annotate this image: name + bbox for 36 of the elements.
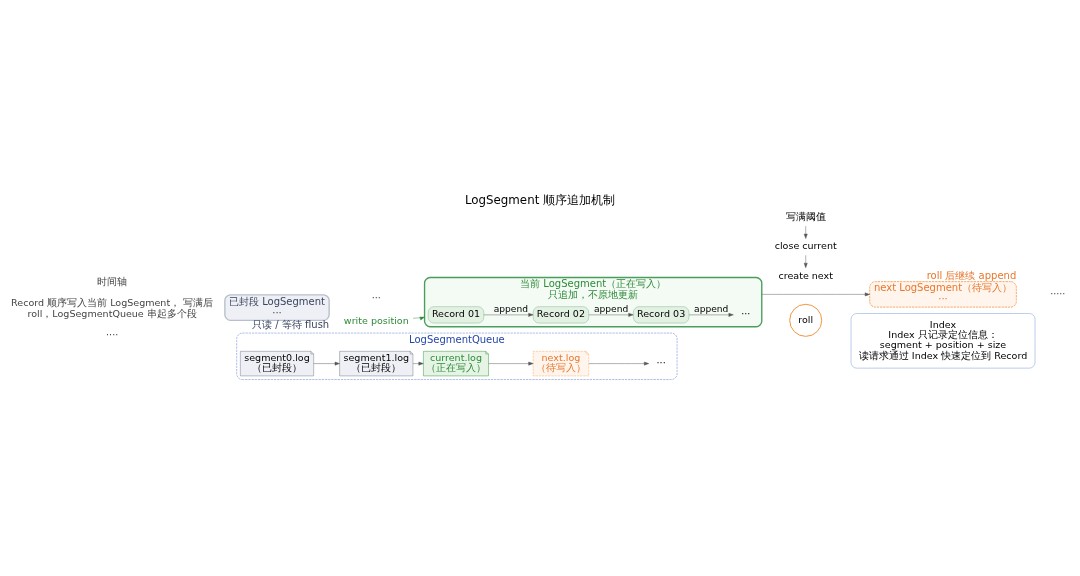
arrow bbox=[688, 313, 734, 317]
node-box: Record 02 bbox=[532, 306, 589, 324]
arrow bbox=[313, 361, 340, 366]
edge-label: append bbox=[493, 304, 528, 315]
label: 时间轴 bbox=[97, 275, 128, 287]
arrow bbox=[588, 361, 649, 366]
node-text: ··· bbox=[656, 357, 666, 369]
edge-label: append bbox=[694, 304, 729, 315]
label: ····· bbox=[1050, 287, 1066, 299]
node-box: 已封段 LogSegment ··· bbox=[224, 294, 330, 321]
node-text: close current bbox=[774, 240, 837, 252]
node-box: Record 01 bbox=[427, 306, 484, 324]
node-text: write position bbox=[343, 314, 409, 326]
label: ···· bbox=[106, 329, 119, 341]
node-box: next LogSegment（待写入） ··· bbox=[869, 281, 1017, 308]
node-circle: roll bbox=[789, 303, 823, 337]
arrow bbox=[761, 292, 870, 297]
node-text: ··· bbox=[741, 308, 751, 320]
node-box: Index Index 只记录定位信息： segment + position + size 读请求通过 Index 快速定位到 Record bbox=[850, 313, 1036, 369]
node-text: 写满阈值 bbox=[785, 211, 826, 223]
arrow bbox=[803, 225, 808, 239]
arrow bbox=[803, 255, 808, 268]
arrow bbox=[488, 361, 534, 366]
node-label: roll 后继续 append bbox=[926, 269, 1017, 281]
node-label: 只追加，不原地更新 bbox=[548, 289, 639, 301]
arrow bbox=[412, 361, 424, 366]
node-label: 只读 / 等待 flush bbox=[252, 319, 330, 331]
diagram-title: LogSegment 顺序追加机制 bbox=[464, 193, 616, 208]
arrow bbox=[588, 313, 634, 317]
arrow bbox=[412, 316, 425, 321]
node-box: Record 03 bbox=[633, 306, 690, 324]
edge-label: append bbox=[593, 304, 629, 315]
label: ··· bbox=[371, 291, 381, 303]
arrow bbox=[483, 313, 534, 317]
node-text: create next bbox=[778, 269, 833, 281]
label: Record 顺序写入当前 LogSegment， 写满后 roll，LogSegmentQueue 串起多个段 bbox=[11, 297, 214, 319]
